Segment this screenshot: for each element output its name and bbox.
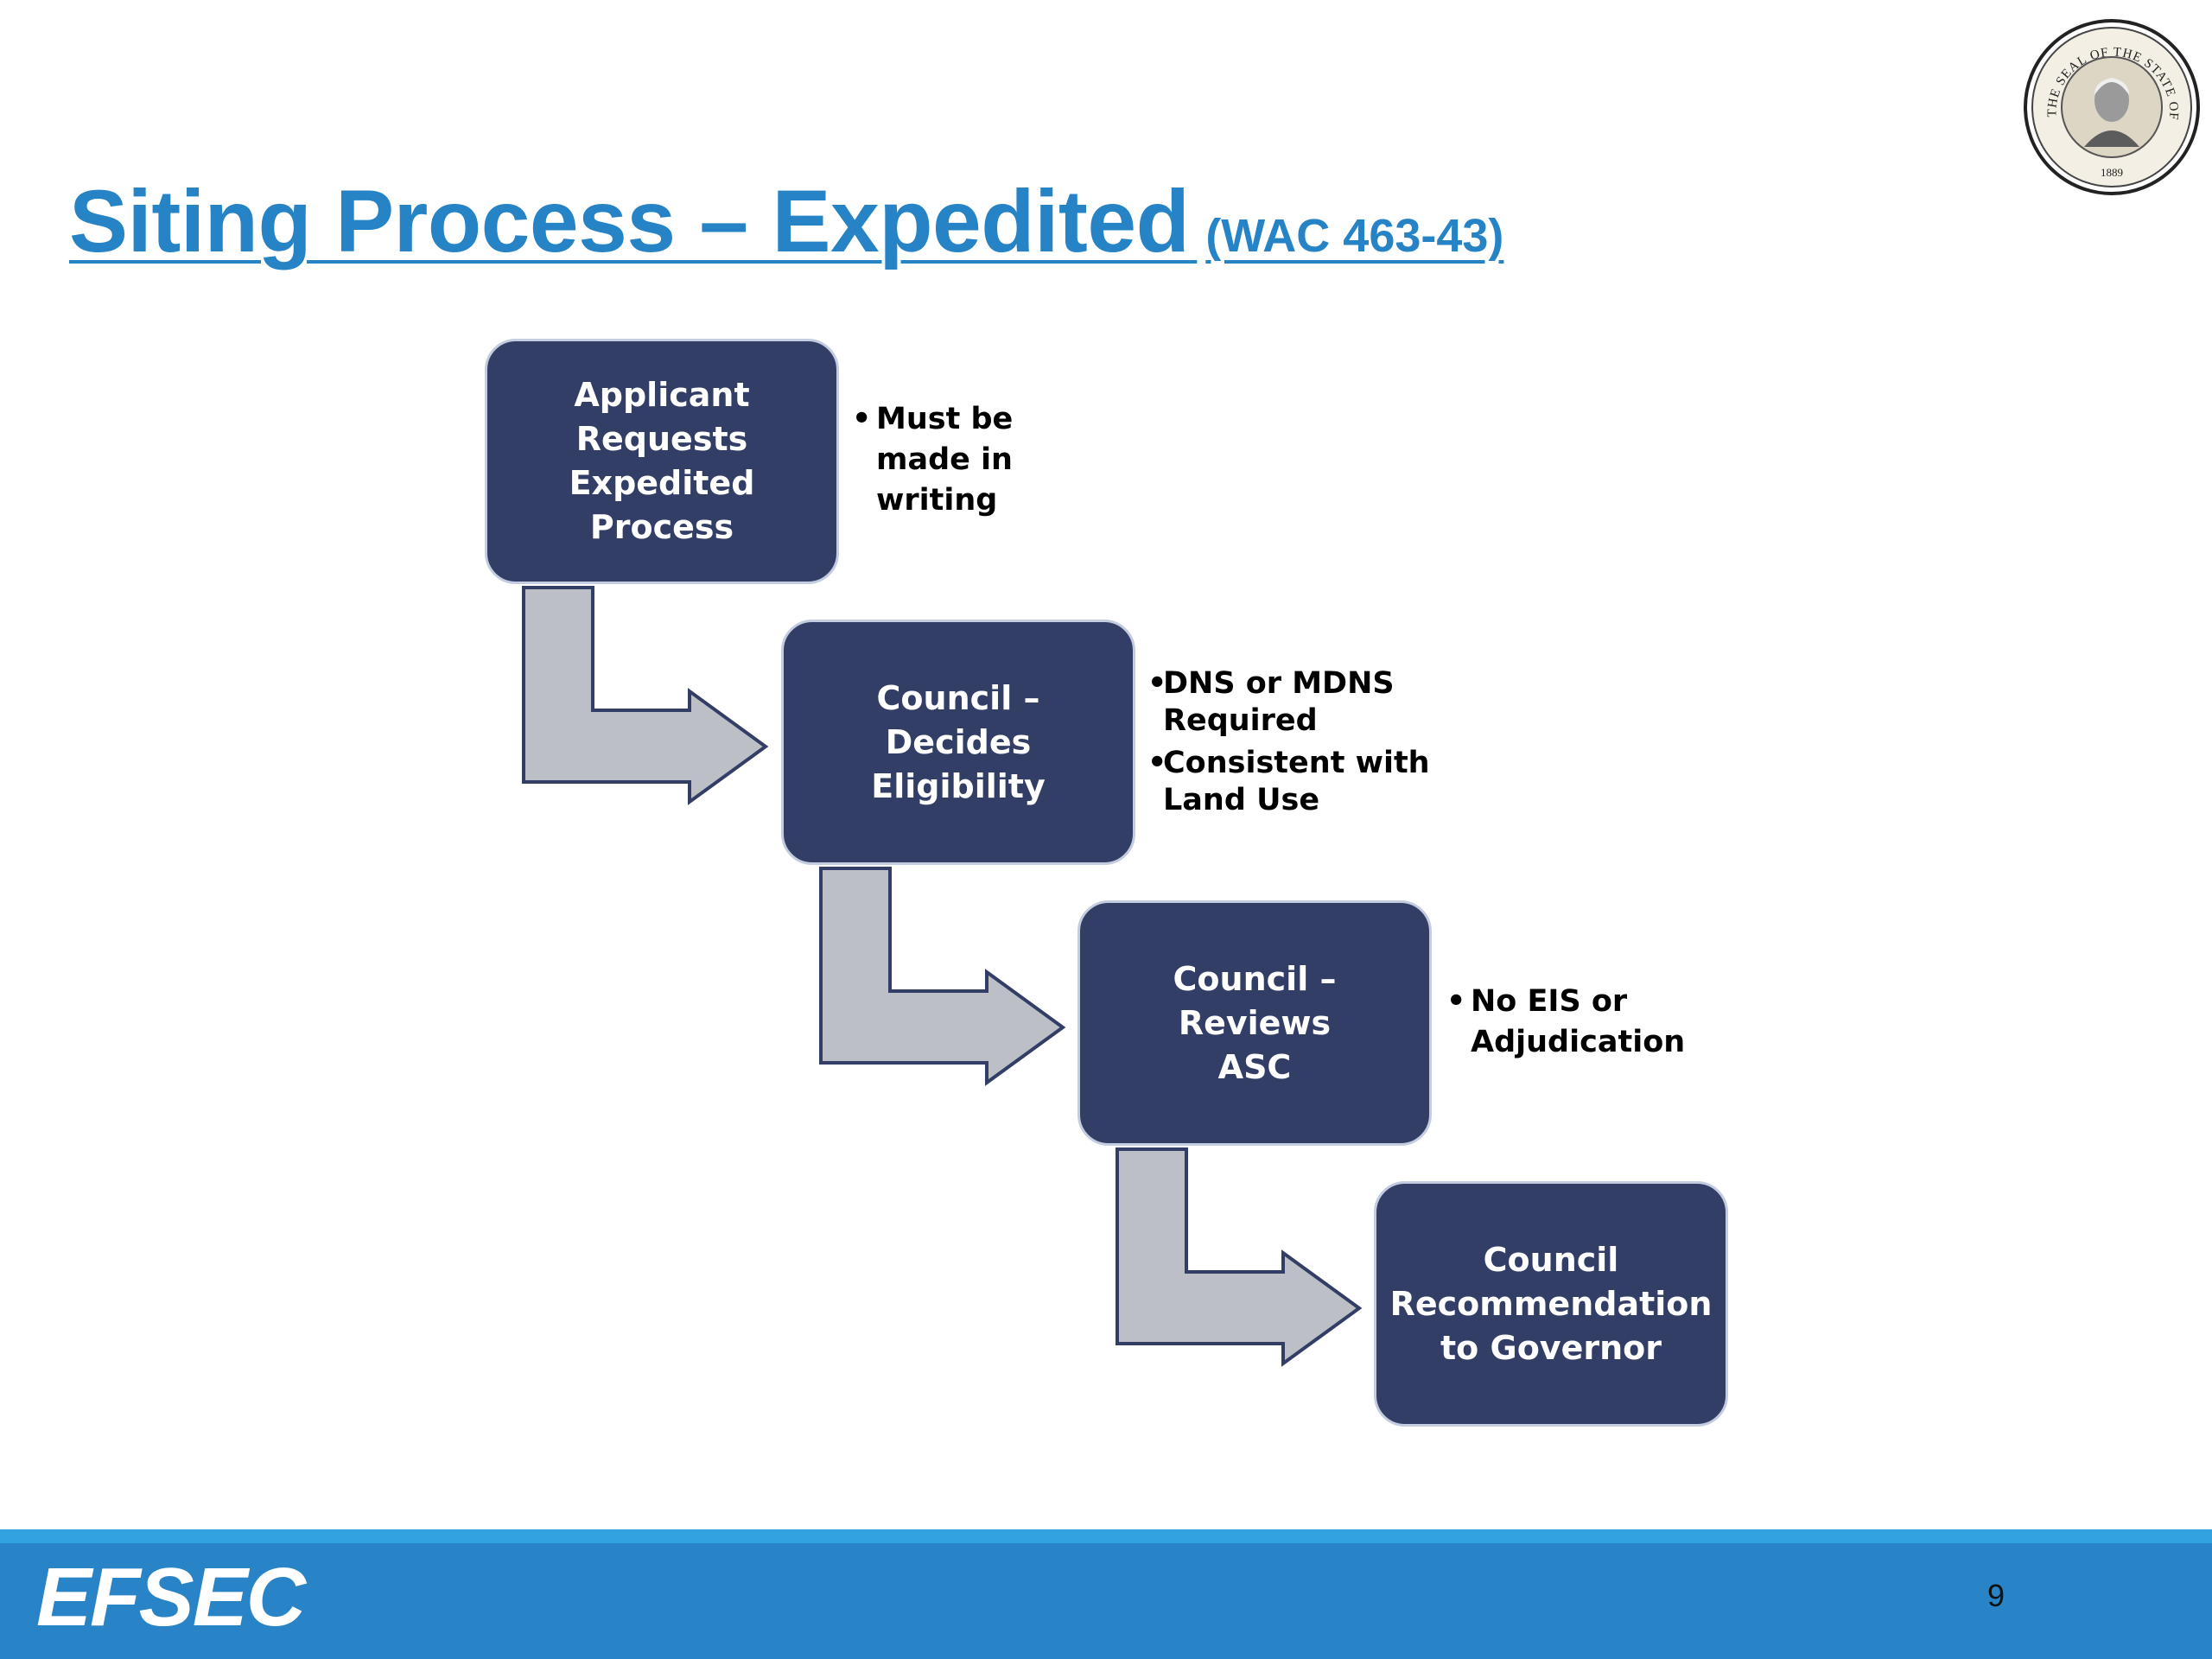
note-item: DNS or MDNS Required: [1147, 665, 1430, 740]
efsec-logo: EFSEC: [36, 1551, 306, 1643]
footer-bar: EFSEC 9: [0, 1529, 2212, 1659]
bent-arrow-1: [522, 586, 769, 805]
state-seal-icon: THE SEAL OF THE STATE OF WASHINGTON 1889: [2022, 17, 2200, 195]
note-step-2: DNS or MDNS Required Consistent with Lan…: [1147, 665, 1430, 824]
title-main: Siting Process – Expedited: [69, 172, 1190, 270]
slide-title: Siting Process – Expedited (WAC 463-43): [69, 171, 1503, 272]
seal-year: 1889: [2101, 166, 2123, 179]
step-council-reviews-asc: Council – Reviews ASC: [1077, 900, 1432, 1146]
note-step-1: Must be made in writing: [852, 399, 1013, 521]
bent-arrow-2: [819, 867, 1066, 1086]
bent-arrow-3: [1116, 1147, 1363, 1367]
title-wac-reference: (WAC 463-43): [1205, 210, 1504, 262]
step-council-recommendation: Council Recommendation to Governor: [1374, 1181, 1728, 1427]
note-step-3: No EIS or Adjudication: [1446, 982, 1685, 1063]
step-council-decides-eligibility: Council – Decides Eligibility: [781, 620, 1135, 865]
note-item: No EIS or Adjudication: [1446, 982, 1685, 1063]
note-item: Must be made in writing: [852, 399, 1013, 521]
note-item: Consistent with Land Use: [1147, 745, 1430, 819]
step-applicant-requests: Applicant Requests Expedited Process: [485, 339, 839, 584]
page-number: 9: [1987, 1578, 2005, 1613]
